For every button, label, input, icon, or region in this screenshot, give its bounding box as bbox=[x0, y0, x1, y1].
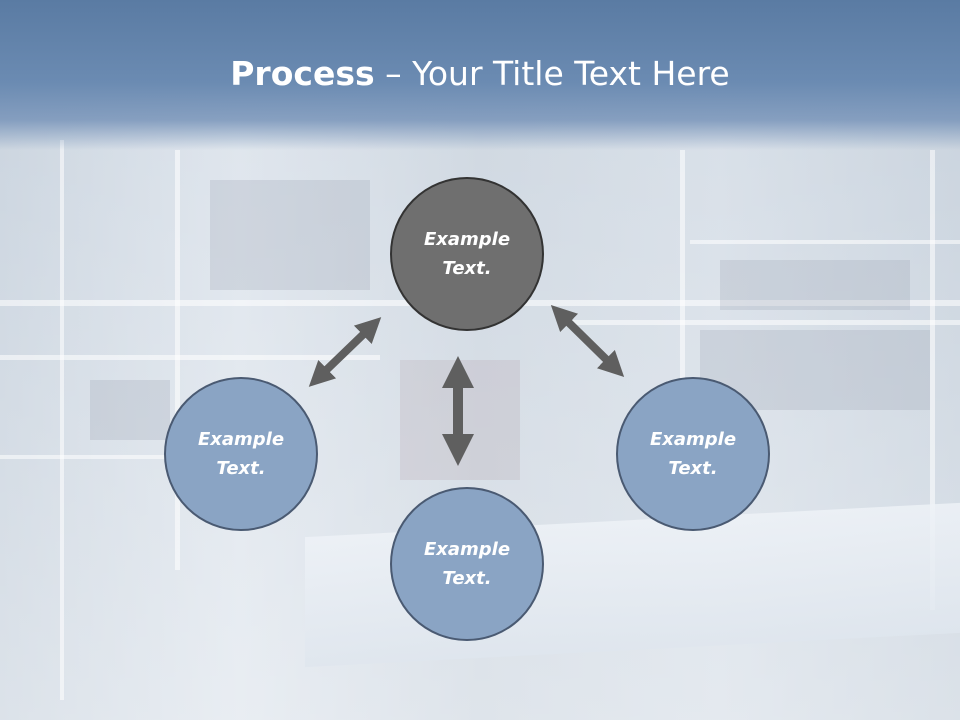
process-node-right: Example Text. bbox=[616, 377, 770, 531]
arrow-top-right bbox=[550, 305, 625, 377]
title-bold: Process bbox=[230, 54, 375, 93]
process-node-top: Example Text. bbox=[390, 177, 544, 331]
arrow-top-left bbox=[308, 317, 382, 387]
node-bottom-label: Example Text. bbox=[423, 539, 511, 589]
title-bar bbox=[0, 0, 960, 150]
process-node-left: Example Text. bbox=[164, 377, 318, 531]
slide-title: Process – Your Title Text Here bbox=[0, 52, 960, 96]
title-rest: – Your Title Text Here bbox=[374, 54, 730, 93]
node-right-label: Example Text. bbox=[649, 429, 737, 479]
node-left-label: Example Text. bbox=[197, 429, 285, 479]
process-node-bottom: Example Text. bbox=[390, 487, 544, 641]
node-top-label: Example Text. bbox=[423, 229, 511, 279]
